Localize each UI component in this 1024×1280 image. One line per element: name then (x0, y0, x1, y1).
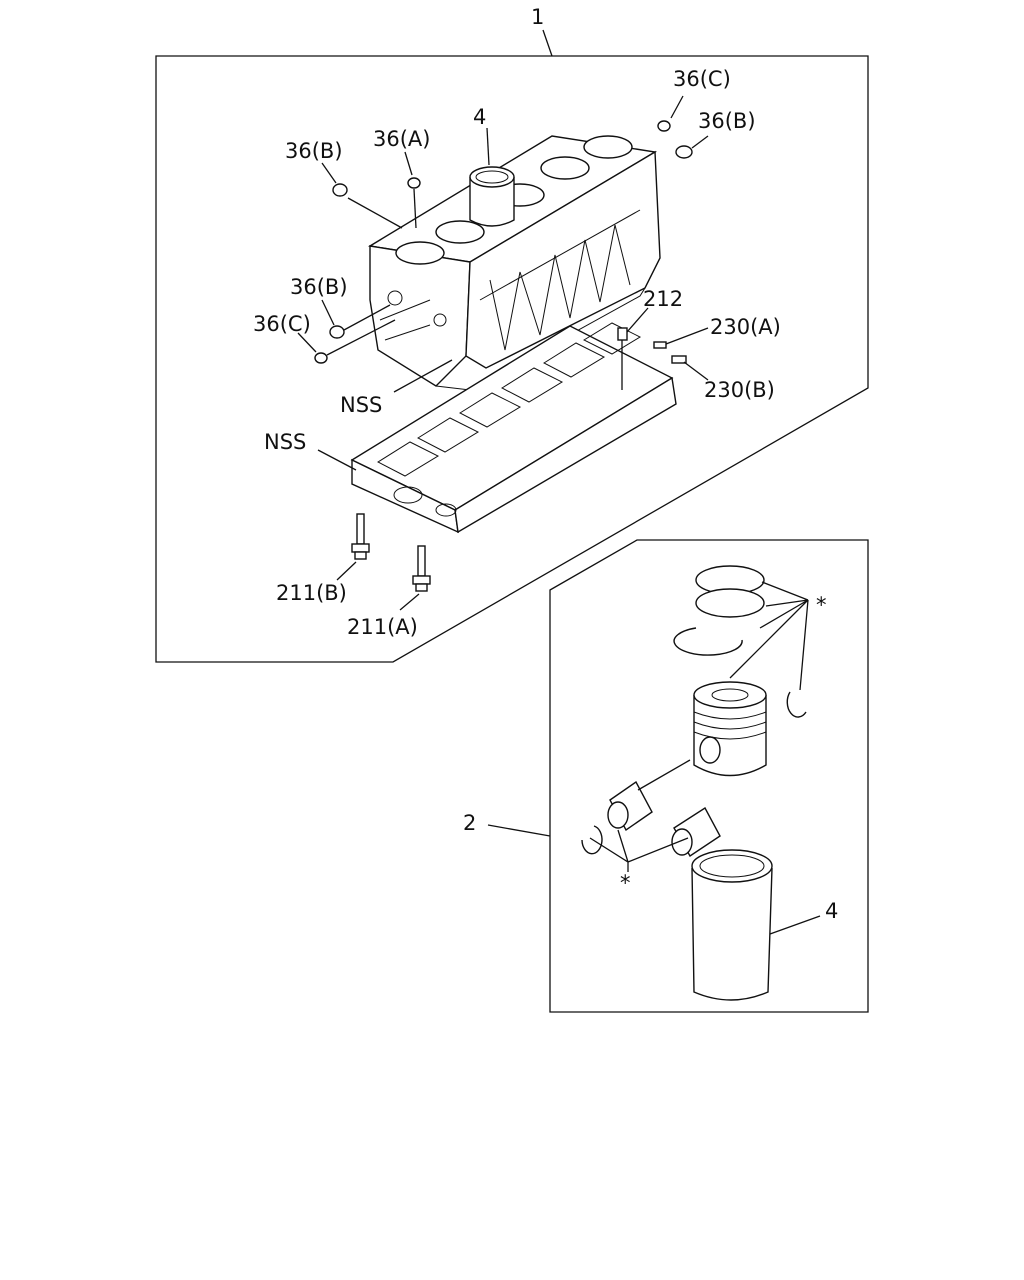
plug-36a-leader2 (413, 188, 417, 229)
callout-asterisk-pins: * (620, 871, 631, 895)
callout-36c-side: 36(C) (253, 312, 311, 336)
nss-bed-leader (317, 449, 357, 471)
liner-top-leader (486, 127, 490, 166)
callout-4-top: 4 (473, 105, 486, 129)
plug-36a-leader (404, 151, 413, 176)
callout-1: 1 (531, 5, 544, 29)
callout-36b-side: 36(B) (290, 275, 348, 299)
liner-top (469, 166, 515, 227)
piston-pin-1 (607, 780, 653, 832)
bolt-211a-leader (399, 593, 420, 611)
assembly-frame (155, 55, 869, 663)
plug-36c-side-leader2 (326, 319, 396, 356)
piston (693, 681, 767, 777)
callout-212: 212 (643, 287, 683, 311)
callout-nss-bed: NSS (264, 430, 306, 454)
plug-36c-top-leader (670, 95, 684, 119)
callout-230b: 230(B) (704, 378, 775, 402)
callout-36b-top-left: 36(B) (285, 139, 343, 163)
bolt-211b-leader (336, 561, 357, 581)
callout-211b: 211(B) (276, 581, 347, 605)
plug-36b-side (329, 325, 345, 339)
plug-230b-leader (683, 361, 709, 381)
callout-36b-top-right: 36(B) (698, 109, 756, 133)
pins-asterisk-leaders (589, 829, 689, 872)
plug-36b-side-leader2 (343, 304, 391, 331)
plug-36c-top (657, 120, 671, 132)
bed-plate (350, 322, 677, 534)
plug-36b-top-left-leader (321, 162, 337, 184)
plug-36c-side (314, 352, 328, 364)
plug-36b-top-right-leader (691, 135, 709, 149)
plug-230a (653, 341, 667, 349)
liner-bottom-leader (769, 915, 821, 935)
plug-36b-top-left-leader2 (347, 197, 403, 229)
nss-block-leader (393, 359, 453, 393)
piston-kit-frame (549, 539, 869, 1013)
plug-36b-top-right (675, 145, 693, 159)
callout-211a: 211(A) (347, 615, 418, 639)
piston-pin-2 (671, 807, 721, 857)
piston-kit-leader (487, 824, 551, 837)
assembly-leader (542, 29, 553, 57)
callout-asterisk-rings: * (816, 593, 827, 617)
plug-230a-leader (665, 327, 709, 345)
bolt-211b (351, 513, 370, 560)
plug-36c-side-leader (297, 332, 317, 353)
plug-36b-side-leader (321, 299, 335, 326)
plug-36b-top-left (332, 183, 348, 197)
callout-nss-block: NSS (340, 393, 382, 417)
bolt-211a (412, 545, 431, 592)
plug-36a (407, 177, 421, 189)
pin-piston-leader (637, 759, 691, 791)
callout-4-bottom: 4 (825, 899, 838, 923)
callout-2: 2 (463, 811, 476, 835)
rings-asterisk-leaders (729, 581, 809, 691)
callout-230a: 230(A) (710, 315, 781, 339)
plug-230b (671, 355, 687, 364)
pin-212 (617, 327, 628, 341)
liner-bottom (691, 849, 773, 1001)
callout-36a: 36(A) (373, 127, 430, 151)
piston-rings (673, 565, 765, 656)
pin-212-leader (626, 307, 649, 333)
callout-36c-top: 36(C) (673, 67, 731, 91)
snap-ring-right (786, 691, 807, 718)
